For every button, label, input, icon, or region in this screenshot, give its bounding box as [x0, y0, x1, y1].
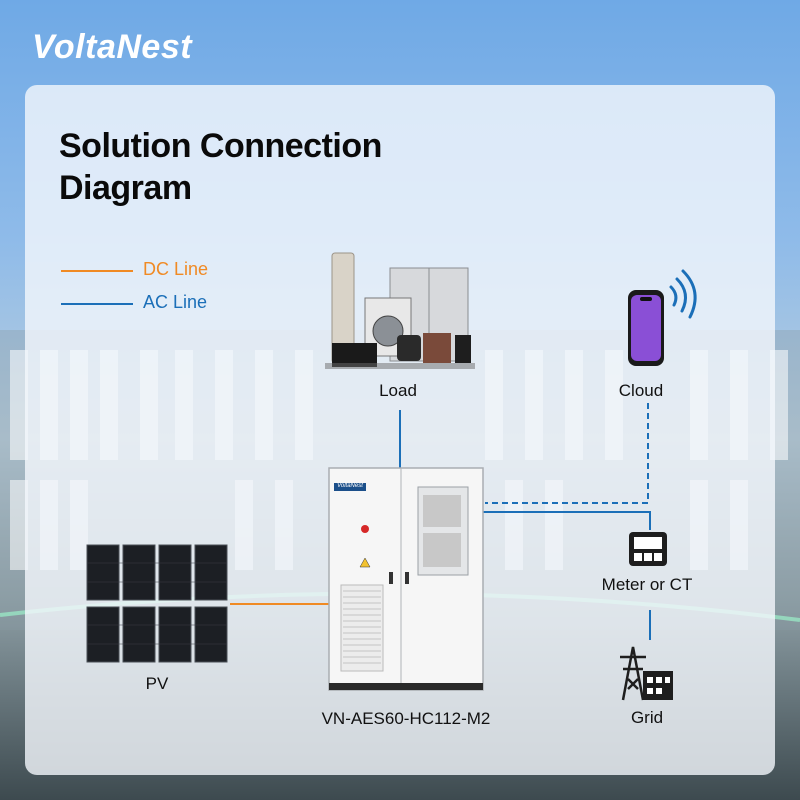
diagram-panel: Solution Connection Diagram DC Line AC L…	[25, 85, 775, 775]
load-label: Load	[379, 381, 417, 400]
pv-panels-icon	[86, 544, 228, 663]
meter-ac-line	[483, 511, 651, 530]
load-appliances-icon	[325, 252, 475, 369]
title-line-1: Solution Connection	[59, 127, 382, 165]
meter-label: Meter or CT	[601, 575, 693, 594]
legend-ac-label: AC Line	[143, 292, 208, 312]
meter-icon	[629, 532, 667, 566]
connection-diagram	[86, 252, 697, 701]
legend-dc-swatch	[61, 270, 133, 272]
grid-building-icon	[643, 671, 673, 700]
cabinet-model-label: VN-AES60-HC112-M2	[321, 709, 491, 728]
legend-dc-label: DC Line	[143, 259, 209, 279]
cloud-label: Cloud	[618, 381, 664, 400]
legend-ac-swatch	[61, 303, 133, 305]
page-title: Solution Connection Diagram	[59, 125, 382, 209]
title-line-2: Diagram	[59, 169, 192, 207]
grid-label: Grid	[630, 708, 664, 727]
pv-label: PV	[145, 674, 169, 693]
brand-logo: VoltaNest	[32, 28, 193, 66]
grid-tower-icon	[620, 646, 646, 701]
cloud-dashed-line	[485, 403, 649, 504]
cloud-phone-icon	[628, 290, 664, 366]
cabinet-icon	[328, 467, 484, 691]
cabinet-badge: VoltaNest	[337, 483, 363, 489]
wifi-icon	[669, 269, 697, 319]
